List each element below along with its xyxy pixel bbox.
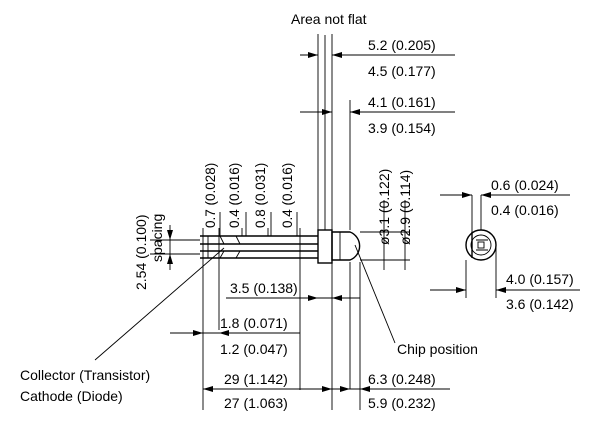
annotation-labels: Area not flat Chip position Collector (T… [20, 11, 574, 411]
side-view [465, 229, 497, 261]
dim-lead-w1: 0.7 (0.028) [203, 163, 218, 228]
chip-position-label: Chip position [397, 341, 478, 357]
dim-lead-t2: 0.4 (0.016) [280, 163, 295, 228]
dim-side-dia-max: 4.0 (0.157) [506, 271, 574, 287]
dimension-lines [94, 34, 580, 410]
dim-body-len-max: 6.3 (0.248) [368, 371, 436, 387]
area-not-flat-label: Area not flat [291, 11, 367, 27]
dim-lens-dia-min: ø2.9 (0.114) [397, 170, 413, 245]
dim-side-dia-min: 3.6 (0.142) [506, 296, 574, 312]
cathode-label: Cathode (Diode) [20, 388, 123, 404]
dim-side-flat-max: 0.6 (0.024) [491, 177, 559, 193]
dim-lead-end-min: 4.5 (0.177) [368, 63, 436, 79]
spacing-value-label: 2.54 (0.100) [133, 215, 149, 291]
dim-lens-len-min: 3.9 (0.154) [368, 120, 436, 136]
dim-lead-bend: 3.5 (0.138) [230, 280, 298, 296]
dim-lead-end-max: 5.2 (0.205) [368, 37, 436, 53]
dim-lead-len-max: 29 (1.142) [224, 371, 288, 387]
dim-body-len-min: 5.9 (0.232) [368, 395, 436, 411]
dim-flat-len-max: 1.8 (0.071) [220, 315, 288, 331]
dim-flat-len-min: 1.2 (0.047) [220, 341, 288, 357]
dim-lens-len-max: 4.1 (0.161) [368, 94, 436, 110]
spacing-word-label: spacing [149, 214, 165, 262]
collector-label: Collector (Transistor) [20, 367, 150, 383]
dim-lead-w2: 0.8 (0.031) [253, 163, 268, 228]
dim-lead-t1: 0.4 (0.016) [227, 163, 242, 228]
dim-side-flat-min: 0.4 (0.016) [491, 202, 559, 218]
component-outline [200, 229, 361, 264]
dim-lead-len-min: 27 (1.063) [224, 395, 288, 411]
dim-lens-dia-max: ø3.1 (0.122) [376, 169, 392, 245]
